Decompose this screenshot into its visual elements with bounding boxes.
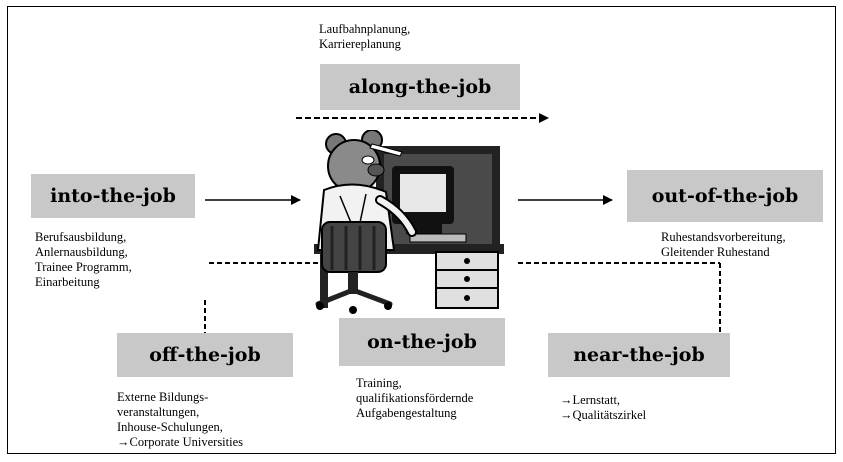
off-the-job-box: off-the-job [117, 333, 293, 377]
into-note-3: Trainee Programm, [35, 260, 132, 274]
along-notes: Laufbahnplanung, Karriereplanung [319, 22, 410, 52]
off-note-2: veranstaltungen, [117, 405, 200, 419]
off-notes: Externe Bildungs- veranstaltungen, Inhou… [117, 390, 243, 450]
near-note-2: →Qualitätszirkel [560, 408, 647, 422]
on-note-1: Training, [356, 376, 402, 390]
diagram-frame [7, 6, 836, 454]
off-note-1: Externe Bildungs- [117, 390, 209, 404]
along-note-2: Karriereplanung [319, 37, 401, 51]
into-notes: Berufsausbildung, Anlernausbildung, Trai… [35, 230, 132, 290]
worker-at-computer-illustration [314, 130, 504, 314]
out-note-2: Gleitender Ruhestand [661, 245, 770, 259]
into-note-2: Anlernausbildung, [35, 245, 128, 259]
into-note-1: Berufsausbildung, [35, 230, 127, 244]
on-note-2: qualifikationsfördernde [356, 391, 474, 405]
near-notes: →Lernstatt, →Qualitätszirkel [560, 393, 646, 423]
near-note-1: →Lernstatt, [560, 393, 621, 407]
out-note-1: Ruhestandsvorbereitung, [661, 230, 786, 244]
off-note-4: →Corporate Universities [117, 435, 244, 449]
into-note-4: Einarbeitung [35, 275, 100, 289]
out-of-the-job-box: out-of-the-job [627, 170, 823, 222]
out-notes: Ruhestandsvorbereitung, Gleitender Ruhes… [661, 230, 786, 260]
on-the-job-box: on-the-job [339, 318, 505, 366]
off-note-3: Inhouse-Schulungen, [117, 420, 223, 434]
near-the-job-box: near-the-job [548, 333, 730, 377]
into-the-job-box: into-the-job [31, 174, 195, 218]
along-the-job-box: along-the-job [320, 64, 520, 110]
on-note-3: Aufgabengestaltung [356, 406, 457, 420]
on-notes: Training, qualifikationsfördernde Aufgab… [356, 376, 473, 421]
along-note-1: Laufbahnplanung, [319, 22, 411, 36]
